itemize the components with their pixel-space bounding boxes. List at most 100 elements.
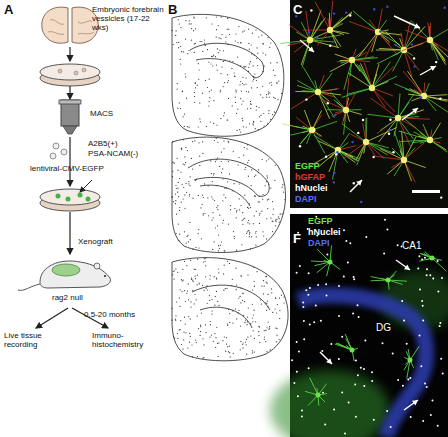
nucleus-dot	[360, 201, 362, 203]
cell-dot	[253, 65, 254, 66]
cell-dot	[259, 342, 260, 343]
step-label: Xenograft	[78, 238, 148, 247]
cell-dot	[208, 105, 209, 106]
cell-dot	[254, 338, 255, 339]
cell-dot	[276, 341, 277, 342]
astrocyte-process	[372, 64, 379, 88]
cell-dot	[240, 325, 241, 326]
cell-dot	[206, 17, 207, 18]
cell-dot	[280, 214, 281, 215]
nucleus-dot	[338, 358, 340, 360]
cell-dot	[220, 38, 221, 39]
cell-dot	[259, 213, 260, 214]
cell-dot	[177, 333, 178, 334]
astrocyte-process	[430, 40, 445, 60]
cell-dot	[194, 294, 195, 295]
cell-dot	[173, 271, 174, 272]
nucleus-dot	[422, 305, 424, 307]
cell-dot	[240, 65, 241, 66]
cell-dot	[184, 317, 185, 318]
cell-dot	[279, 310, 280, 311]
cell-dot	[184, 126, 185, 127]
cell-dot	[259, 116, 260, 117]
cell-dot	[227, 346, 228, 347]
cell-dot	[237, 57, 238, 58]
astrocyte-process	[398, 118, 414, 139]
flow-arrow	[36, 308, 68, 328]
cell-dot	[221, 172, 222, 173]
cell-dot	[265, 185, 266, 186]
cell-dot	[236, 217, 237, 218]
astrocyte-soma	[427, 137, 433, 143]
nucleus-dot	[302, 301, 304, 303]
cell-dot	[234, 72, 235, 73]
cell-dot	[232, 310, 233, 311]
cell-dot	[242, 344, 243, 345]
cell-dot	[227, 119, 228, 120]
cell-dot	[177, 192, 178, 193]
cell-dot	[249, 203, 250, 204]
cell-dot	[266, 276, 267, 277]
cell-dot	[180, 289, 181, 290]
cell-dot	[179, 234, 180, 235]
cell-dot	[244, 66, 245, 67]
pointer-arrow	[404, 400, 418, 410]
cell-dot	[185, 147, 186, 148]
cell-dot	[228, 224, 229, 225]
nucleus-dot	[352, 313, 354, 315]
cell-dot	[195, 43, 196, 44]
nucleus-dot	[298, 350, 300, 352]
cell-dot	[191, 158, 192, 159]
cell-dot	[262, 199, 263, 200]
section-outline	[172, 14, 284, 136]
astrocyte-soma	[401, 157, 407, 163]
cell-dot	[237, 42, 238, 43]
nucleus-dot	[407, 378, 409, 380]
cell-dot	[242, 300, 243, 301]
cell-dot	[255, 196, 256, 197]
cell-dot	[263, 113, 264, 114]
cell-dot	[215, 161, 216, 162]
nucleus-dot	[437, 425, 439, 427]
cell-dot	[195, 28, 196, 29]
cell-dot	[209, 97, 210, 98]
cell-dot	[212, 56, 213, 57]
cell-dot	[184, 194, 185, 195]
cell-dot	[242, 224, 243, 225]
cell-dot	[223, 290, 224, 291]
nucleus-dot	[316, 37, 318, 39]
astrocyte-process	[366, 142, 388, 155]
cell-dot	[209, 295, 210, 296]
cell-dot	[254, 281, 255, 282]
cell-dot	[211, 310, 212, 311]
micrograph-c	[290, 0, 448, 208]
cell-dot	[261, 304, 262, 305]
cell-dot	[266, 351, 267, 352]
astrocyte-process	[424, 95, 447, 96]
nucleus-dot	[421, 300, 423, 302]
cell-dot	[212, 181, 213, 182]
cell-dot	[175, 35, 176, 36]
nucleus-dot	[420, 96, 422, 98]
cell-dot	[227, 18, 228, 19]
cell-dot	[221, 152, 222, 153]
nucleus-dot	[310, 9, 312, 11]
cell-dot	[247, 207, 248, 208]
nucleus-dot	[334, 114, 336, 116]
nucleus-dot	[373, 8, 375, 10]
cell-dot	[254, 73, 255, 74]
mouse-icon	[18, 261, 111, 290]
cell-dot	[180, 27, 181, 28]
cell-dot	[185, 76, 186, 77]
cell-dot	[229, 313, 230, 314]
cell-dot	[247, 108, 248, 109]
cell-dot	[215, 296, 216, 297]
nucleus-dot	[395, 44, 397, 46]
nucleus-dot	[353, 182, 355, 184]
cell-dot	[227, 325, 228, 326]
cell-dot	[180, 320, 181, 321]
cell-dot	[200, 41, 201, 42]
cell-dot	[223, 178, 224, 179]
cell-dot	[178, 47, 179, 48]
